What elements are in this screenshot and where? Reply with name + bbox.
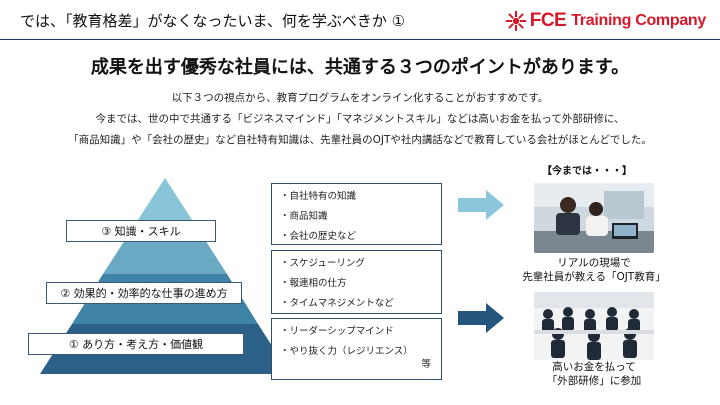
intro-line: 今までは、世の中で共通する「ビジネスマインド」「マネジメントスキル」などは高いお…: [95, 113, 625, 125]
list-item: ・商品知識: [280, 211, 328, 222]
arrow-right-dark-icon: [458, 303, 504, 333]
list-item: ・やり抜く力（レジリエンス）: [280, 346, 413, 357]
fce-logo: FCE Training Company: [505, 9, 706, 33]
pyramid-label-work-method: ② 効果的・効率的な仕事の進め方: [46, 282, 242, 304]
caption-line: 高いお金を払って: [552, 361, 636, 373]
list-item: ・タイムマネジメントなど: [280, 298, 394, 309]
seminar-caption: 高いお金を払って 「外部研修」に参加: [514, 360, 674, 388]
slide-title: では、「教育格差」がなくなったいま、何を学ぶべきか ①: [20, 12, 406, 30]
seminar-photo: [534, 292, 654, 360]
intro-line: 以下３つの視点から、教育プログラムをオンライン化することがおすすめです。: [171, 92, 549, 104]
pyramid-tier-top: [134, 178, 196, 226]
list-item: ・報連相の仕方: [280, 278, 347, 289]
caption-line: 先輩社員が教える「OJT教育」: [522, 271, 666, 283]
knowledge-box: ・自社特有の知識 ・商品知識 ・会社の歴史など: [271, 183, 442, 245]
intro-line: 「商品知識」や「会社の歴史」など自社特有知識は、先輩社員のOJTや社内講話などで…: [68, 134, 652, 146]
logo-company-text: Training Company: [571, 12, 706, 29]
pyramid-label-mindset: ① あり方・考え方・価値観: [28, 333, 244, 355]
ojt-photo-image: [534, 183, 654, 253]
list-item: ・自社特有の知識: [280, 191, 357, 202]
ojt-caption: リアルの現場で 先輩社員が教える「OJT教育」: [514, 256, 674, 284]
ojt-photo: [534, 183, 654, 253]
work-method-box: ・スケジューリング ・報連相の仕方 ・タイムマネジメントなど: [271, 250, 442, 314]
list-item: ・会社の歴史など: [280, 231, 357, 242]
caption-line: リアルの現場で: [557, 257, 631, 269]
mindset-box: ・リーダーシップマインド ・やり抜く力（レジリエンス） 等: [271, 318, 442, 380]
etc-label: 等: [421, 359, 431, 370]
header-bar: では、「教育格差」がなくなったいま、何を学ぶべきか ① FCE Training…: [0, 0, 720, 40]
main-heading: 成果を出す優秀な社員には、共通する３つのポイントがあります。: [90, 57, 630, 78]
pyramid-label-knowledge: ③ 知識・スキル: [66, 220, 216, 242]
list-item: ・スケジューリング: [280, 258, 365, 269]
intro-text: 以下３つの視点から、教育プログラムをオンライン化することがおすすめです。 今まで…: [0, 88, 720, 151]
caption-line: 「外部研修」に参加: [546, 375, 642, 387]
fce-logo-mark-icon: [505, 11, 526, 31]
until-now-label: 【今までは・・・】: [542, 166, 632, 177]
seminar-photo-image: [534, 292, 654, 360]
list-item: ・リーダーシップマインド: [280, 326, 394, 337]
logo-fce-text: FCE: [529, 10, 567, 31]
arrow-right-light-icon: [458, 190, 504, 220]
